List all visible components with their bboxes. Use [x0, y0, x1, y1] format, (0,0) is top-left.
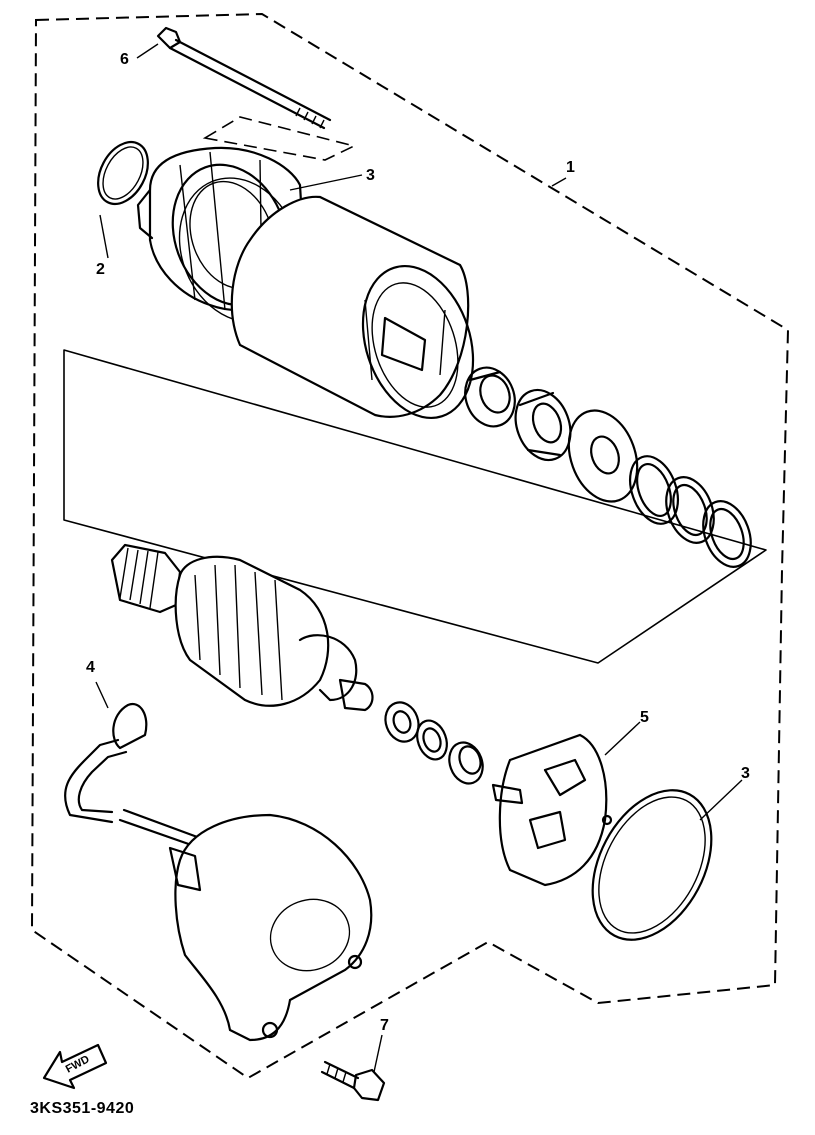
brush-holder — [491, 733, 613, 887]
bolt-dashed-box — [202, 116, 357, 161]
callout-5: 5 — [640, 709, 649, 726]
callout-4: 4 — [86, 659, 95, 676]
lead-wire — [64, 702, 202, 850]
yoke-gasket-bottom — [591, 789, 713, 941]
callout-6: 6 — [120, 51, 129, 68]
diagram-part-code: 3KS351-9420 — [30, 1100, 135, 1117]
assembly-boundary-dashed — [30, 12, 790, 1080]
yoke-housing — [230, 195, 475, 420]
leader-lines — [95, 43, 743, 1073]
armature — [110, 543, 374, 712]
fwd-arrow — [42, 1043, 108, 1090]
callout-3-bottom: 3 — [741, 765, 750, 782]
callout-2: 2 — [96, 261, 105, 278]
o-ring — [97, 140, 149, 206]
callout-1: 1 — [566, 159, 575, 176]
armature-washers — [384, 701, 484, 785]
rear-cover — [168, 813, 373, 1042]
armature-group-box — [63, 349, 767, 664]
mounting-bolt — [320, 1060, 386, 1102]
bearing-and-washers — [464, 366, 752, 568]
callout-3-top: 3 — [366, 167, 375, 184]
through-bolt — [156, 26, 332, 130]
callout-7: 7 — [380, 1017, 389, 1034]
